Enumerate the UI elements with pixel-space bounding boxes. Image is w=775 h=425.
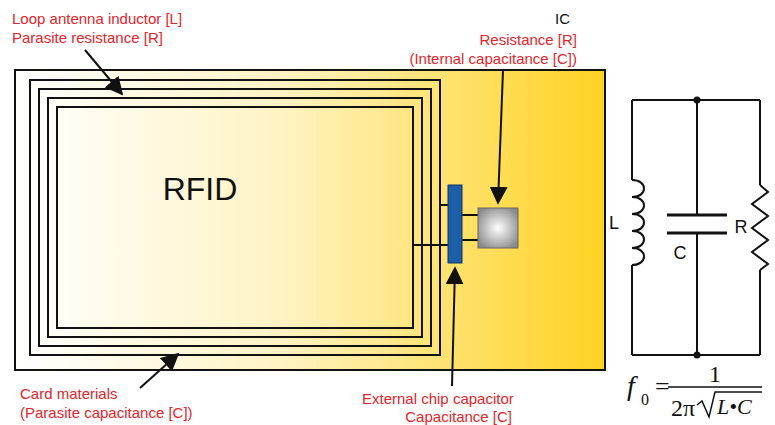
inductor-symbol xyxy=(632,180,644,265)
formula-term: 2π xyxy=(671,396,695,420)
antenna-loop xyxy=(30,80,440,355)
leader-arrows xyxy=(85,50,503,388)
chip-capacitor xyxy=(448,185,462,263)
formula-operator: = xyxy=(655,374,670,400)
formula-subscript: 0 xyxy=(641,392,649,408)
formula-term: L•C xyxy=(717,396,752,418)
card-title: RFID xyxy=(163,171,238,208)
callout-label: Loop antenna inductor [L] xyxy=(12,11,182,26)
resistor-symbol xyxy=(752,185,768,270)
component-name: C xyxy=(674,244,687,262)
antenna-loop xyxy=(48,98,422,337)
formula-numerator: 1 xyxy=(709,362,721,386)
capacitor-plate xyxy=(667,214,727,217)
rfid-inlay: RFID xyxy=(70,120,400,315)
component-name: L xyxy=(609,214,619,232)
antenna-loop xyxy=(39,89,431,346)
callout-label: Parasite resistance [R] xyxy=(12,30,163,45)
junction-dot xyxy=(694,352,701,359)
callout-label: Capacitance [C] xyxy=(405,409,512,424)
callout-label: (Internal capacitance [C]) xyxy=(409,51,577,66)
formula-symbol: f xyxy=(627,372,635,400)
callout-label: (Parasite capacitance [C]) xyxy=(20,405,193,420)
card-body xyxy=(15,70,605,370)
antenna-loop xyxy=(57,107,413,328)
component-name: R xyxy=(735,218,748,236)
callout-label: External chip capacitor xyxy=(362,391,514,406)
loop-antenna xyxy=(30,80,440,355)
part-name: IC xyxy=(555,11,570,26)
callout-label: Card materials xyxy=(20,386,118,401)
lcr-schematic xyxy=(632,100,768,355)
antenna-leads xyxy=(413,205,478,245)
junction-dot xyxy=(694,97,701,104)
ic-chip xyxy=(478,208,518,248)
callout-label: Resistance [R] xyxy=(479,32,577,47)
